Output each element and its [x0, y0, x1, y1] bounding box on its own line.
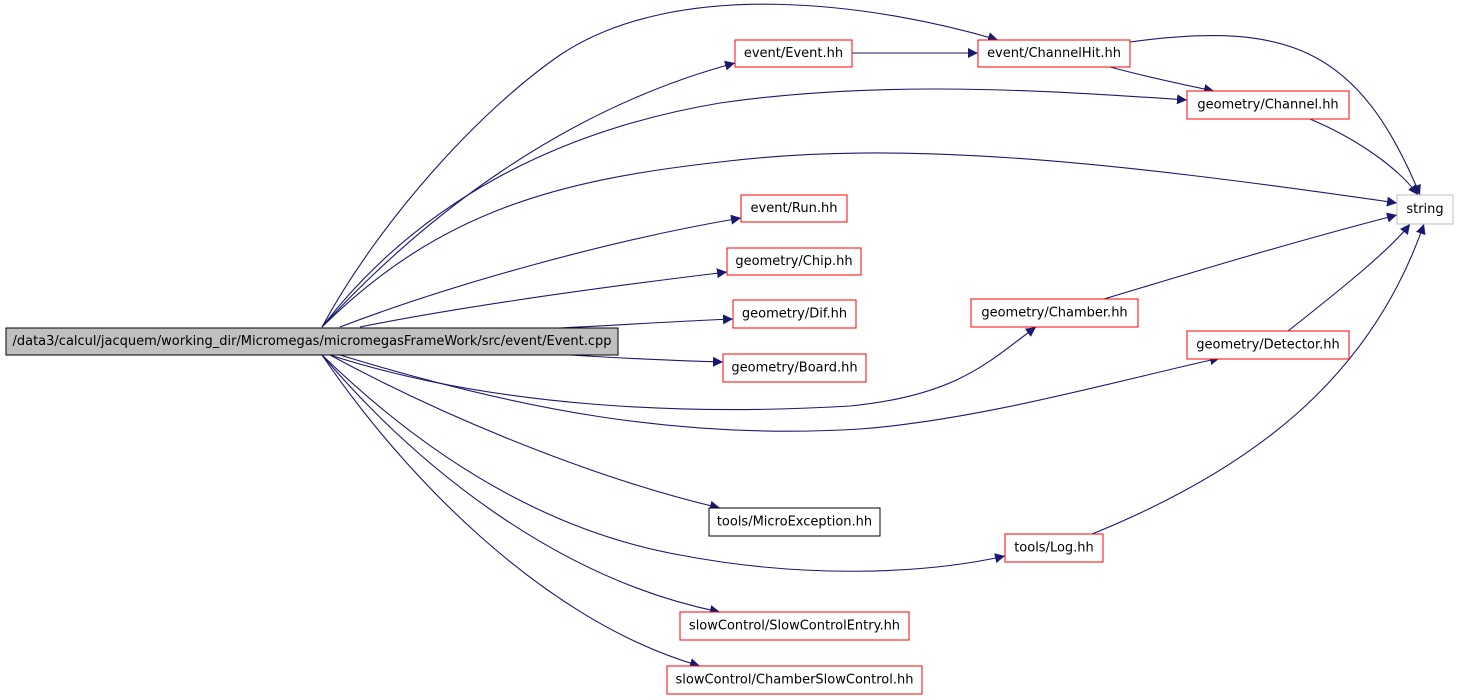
- edge-root-to-event-hh: [321, 60, 736, 328]
- node-string-label: string: [1406, 202, 1443, 217]
- node-slowcontrolentry-hh-label: slowControl/SlowControlEntry.hh: [689, 619, 900, 634]
- node-event-hh-box: [734, 39, 853, 68]
- edge-root-to-chamberslowcontrol-hh: [321, 354, 701, 669]
- edge-root-to-slowcontrolentry-hh: [321, 354, 721, 615]
- node-detector-hh-box: [1186, 330, 1350, 360]
- edge-root-to-chamber-hh: [329, 326, 1037, 411]
- root-node[interactable]: /data3/calcul/jacquem/working_dir/Microm…: [5, 327, 619, 356]
- edge-channelhit-hh-to-channel-hh: [1109, 66, 1215, 94]
- node-board-hh-box: [722, 353, 867, 383]
- node-channel-hh-label: geometry/Channel.hh: [1197, 98, 1338, 113]
- node-channelhit-hh-box: [977, 39, 1131, 68]
- edge-root-to-board-hh: [569, 354, 724, 367]
- edge-root-to-run-hh: [339, 214, 742, 328]
- edge-root-to-microexception-hh: [329, 354, 721, 511]
- node-dif-hh-box: [732, 299, 857, 329]
- node-event-hh[interactable]: event/Event.hh: [734, 39, 853, 68]
- node-detector-hh[interactable]: geometry/Detector.hh: [1186, 330, 1350, 360]
- node-chamberslowcontrol-hh[interactable]: slowControl/ChamberSlowControl.hh: [666, 665, 923, 695]
- edge-root-to-chip-hh: [359, 268, 728, 328]
- edge-root-to-channel-hh: [321, 88, 1188, 328]
- node-run-hh-box: [740, 194, 848, 223]
- node-channel-hh-box: [1186, 90, 1350, 120]
- node-run-hh-label: event/Run.hh: [751, 201, 838, 216]
- node-log-hh-label: tools/Log.hh: [1014, 541, 1094, 556]
- edge-root-to-string: [321, 152, 1398, 328]
- node-string[interactable]: string: [1396, 194, 1454, 225]
- node-log-hh-box: [1004, 533, 1104, 563]
- node-channelhit-hh-label: event/ChannelHit.hh: [987, 46, 1121, 61]
- node-string-box: [1396, 194, 1454, 225]
- node-slowcontrolentry-hh[interactable]: slowControl/SlowControlEntry.hh: [679, 611, 910, 641]
- edge-root-to-detector-hh: [339, 354, 1221, 432]
- node-event-hh-label: event/Event.hh: [744, 46, 843, 61]
- node-dif-hh[interactable]: geometry/Dif.hh: [732, 299, 857, 329]
- edge-log-hh-to-string: [1091, 223, 1426, 535]
- edge-root-to-channelhit-hh: [321, 3, 999, 328]
- node-run-hh[interactable]: event/Run.hh: [740, 194, 848, 223]
- node-board-hh[interactable]: geometry/Board.hh: [722, 353, 867, 383]
- node-log-hh[interactable]: tools/Log.hh: [1004, 533, 1104, 563]
- edge-channelhit-hh-to-string: [1129, 34, 1421, 196]
- node-chamberslowcontrol-hh-label: slowControl/ChamberSlowControl.hh: [676, 673, 914, 688]
- node-microexception-hh-label: tools/MicroException.hh: [717, 515, 872, 530]
- edge-chamber-hh-to-string: [1103, 212, 1398, 300]
- edge-channel-hh-to-string: [1309, 118, 1419, 196]
- node-board-hh-label: geometry/Board.hh: [731, 361, 857, 376]
- node-chamberslowcontrol-hh-box: [666, 665, 923, 695]
- node-microexception-hh[interactable]: tools/MicroException.hh: [708, 507, 881, 537]
- node-chamber-hh-label: geometry/Chamber.hh: [981, 306, 1127, 321]
- root-node-label: /data3/calcul/jacquem/working_dir/Microm…: [12, 334, 611, 349]
- root-node-box: [5, 327, 619, 356]
- edge-detector-hh-to-string: [1287, 223, 1411, 332]
- node-channelhit-hh[interactable]: event/ChannelHit.hh: [977, 39, 1131, 68]
- node-dif-hh-label: geometry/Dif.hh: [742, 307, 847, 322]
- node-chamber-hh[interactable]: geometry/Chamber.hh: [970, 298, 1139, 328]
- node-chip-hh-box: [726, 247, 862, 276]
- node-channel-hh[interactable]: geometry/Channel.hh: [1186, 90, 1350, 120]
- edges-layer: [321, 3, 1426, 669]
- node-slowcontrolentry-hh-box: [679, 611, 910, 641]
- edge-root-to-dif-hh: [559, 314, 734, 329]
- edge-root-to-log-hh: [321, 354, 1006, 572]
- node-microexception-hh-box: [708, 507, 881, 537]
- node-chamber-hh-box: [970, 298, 1139, 328]
- node-chip-hh-label: geometry/Chip.hh: [735, 254, 852, 269]
- node-chip-hh[interactable]: geometry/Chip.hh: [726, 247, 862, 276]
- node-detector-hh-label: geometry/Detector.hh: [1196, 338, 1339, 353]
